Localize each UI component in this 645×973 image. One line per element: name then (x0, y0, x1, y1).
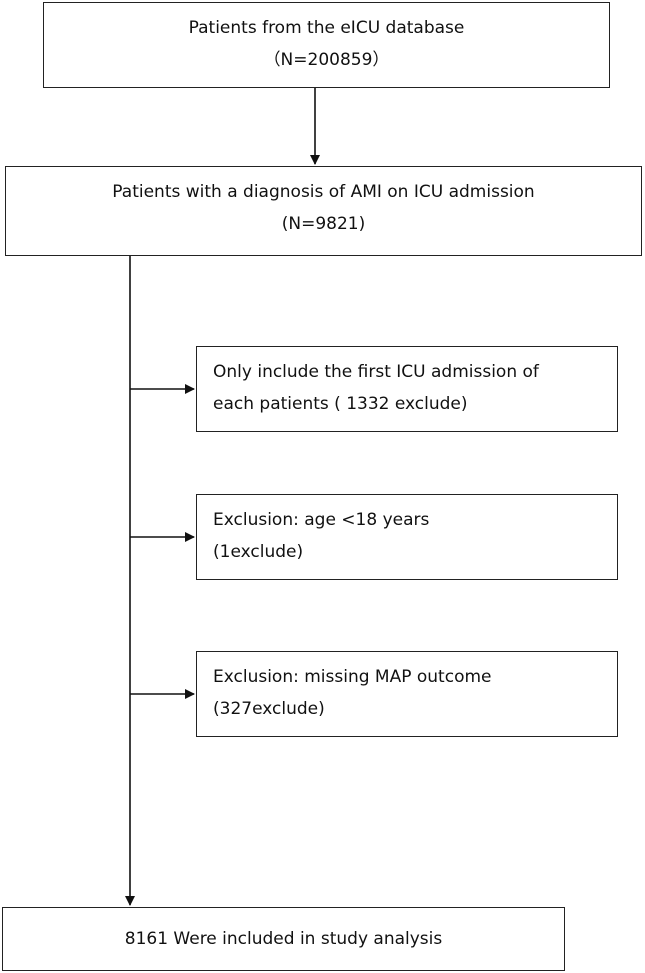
age-exclusion-box: Exclusion: age <18 years (1exclude) (196, 494, 618, 580)
final-cohort-box: 8161 Were included in study analysis (2, 907, 565, 971)
map-exclusion-label: Exclusion: missing MAP outcome (213, 667, 492, 687)
first-admission-label: Only include the first ICU admission of (213, 362, 539, 382)
ami-patients-box: Patients with a diagnosis of AMI on ICU … (5, 166, 642, 256)
source-population-count: （N=200859） (263, 50, 390, 70)
map-exclusion-box: Exclusion: missing MAP outcome (327exclu… (196, 651, 618, 737)
first-admission-count: each patients ( 1332 exclude) (213, 394, 468, 414)
age-exclusion-label: Exclusion: age <18 years (213, 510, 430, 530)
first-admission-exclusion-box: Only include the first ICU admission of … (196, 346, 618, 432)
age-exclusion-count: (1exclude) (213, 542, 304, 562)
ami-patients-label: Patients with a diagnosis of AMI on ICU … (112, 182, 535, 202)
final-cohort-label: 8161 Were included in study analysis (124, 929, 443, 949)
map-exclusion-count: (327exclude) (213, 699, 325, 719)
source-population-box: Patients from the eICU database （N=20085… (43, 2, 610, 88)
source-population-label: Patients from the eICU database (188, 18, 465, 38)
ami-patients-count: (N=9821) (281, 214, 366, 234)
